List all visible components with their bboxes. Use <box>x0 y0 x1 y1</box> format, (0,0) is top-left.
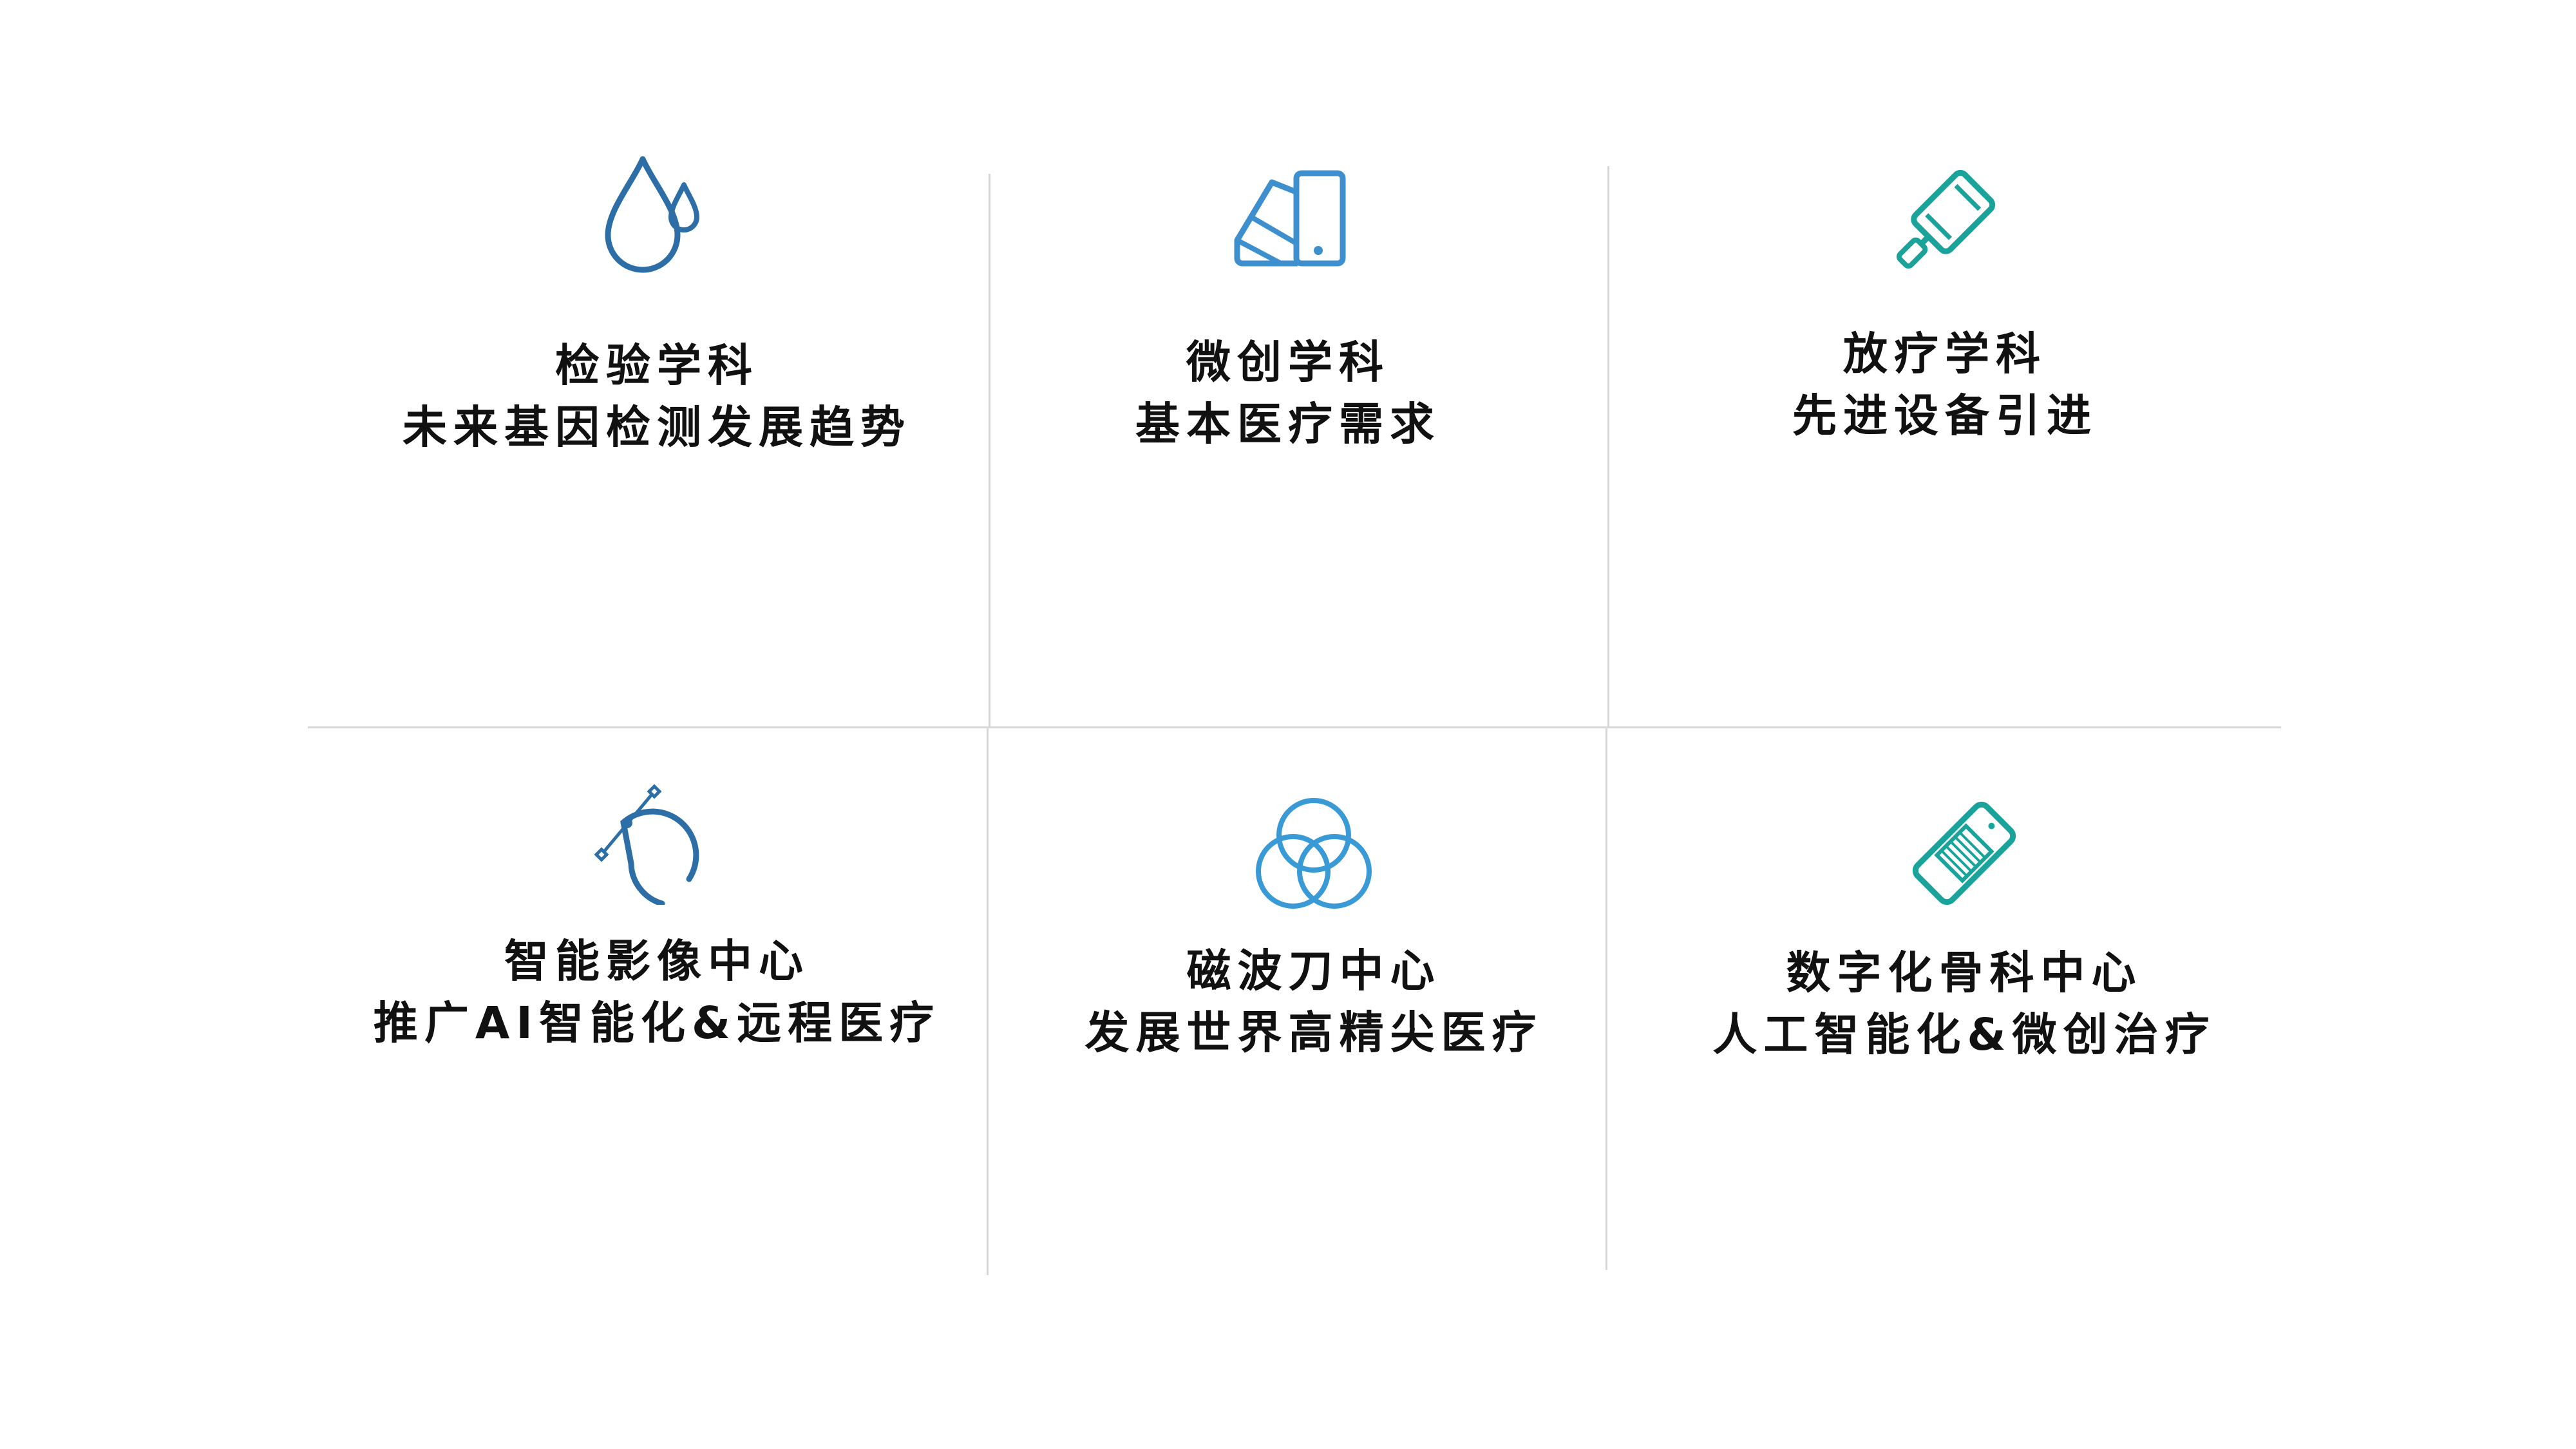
vertical-divider-left-top <box>989 174 990 728</box>
cell-title: 放疗学科 <box>1843 328 2047 380</box>
feature-cell-smart-imaging: 智能影像中心 推广AI智能化&远程医疗 <box>335 782 979 1054</box>
cell-subtitle: 发展世界高精尖医疗 <box>1084 1007 1543 1059</box>
overlapping-circles-icon <box>1256 798 1372 909</box>
vertical-divider-left-bottom <box>987 728 989 1275</box>
cell-subtitle: 先进设备引进 <box>1792 390 2098 442</box>
cell-subtitle: 未来基因检测发展趋势 <box>402 402 911 453</box>
feature-cell-digital-orthopedics: 数字化骨科中心 人工智能化&微创治疗 <box>1642 789 2286 1066</box>
color-swatch-icon <box>1234 170 1346 267</box>
feature-cell-lab: 检验学科 未来基因检测发展趋势 <box>335 151 979 459</box>
vertical-divider-right-bottom <box>1605 728 1607 1270</box>
cell-title: 磁波刀中心 <box>1186 945 1441 997</box>
feature-cell-minimally-invasive: 微创学科 基本医疗需求 <box>966 164 1610 455</box>
cell-title: 数字化骨科中心 <box>1786 947 2143 999</box>
feature-cell-mr-knife: 磁波刀中心 发展世界高精尖医疗 <box>992 795 1636 1064</box>
feature-cell-radiotherapy: 放疗学科 先进设备引进 <box>1623 169 2267 447</box>
vertical-divider-right-top <box>1607 166 1609 728</box>
cell-title: 检验学科 <box>555 340 759 392</box>
cell-subtitle: 推广AI智能化&远程医疗 <box>373 998 941 1049</box>
cell-title: 微创学科 <box>1186 337 1390 388</box>
paint-roller-icon <box>1896 169 1996 269</box>
cell-subtitle: 人工智能化&微创治疗 <box>1712 1009 2216 1061</box>
water-drop-icon <box>605 156 699 273</box>
cell-title: 智能影像中心 <box>504 936 810 987</box>
horizontal-divider <box>308 726 2281 728</box>
cell-subtitle: 基本医疗需求 <box>1135 399 1441 450</box>
bandage-icon <box>1912 801 2016 905</box>
bezier-curve-icon <box>594 784 699 905</box>
